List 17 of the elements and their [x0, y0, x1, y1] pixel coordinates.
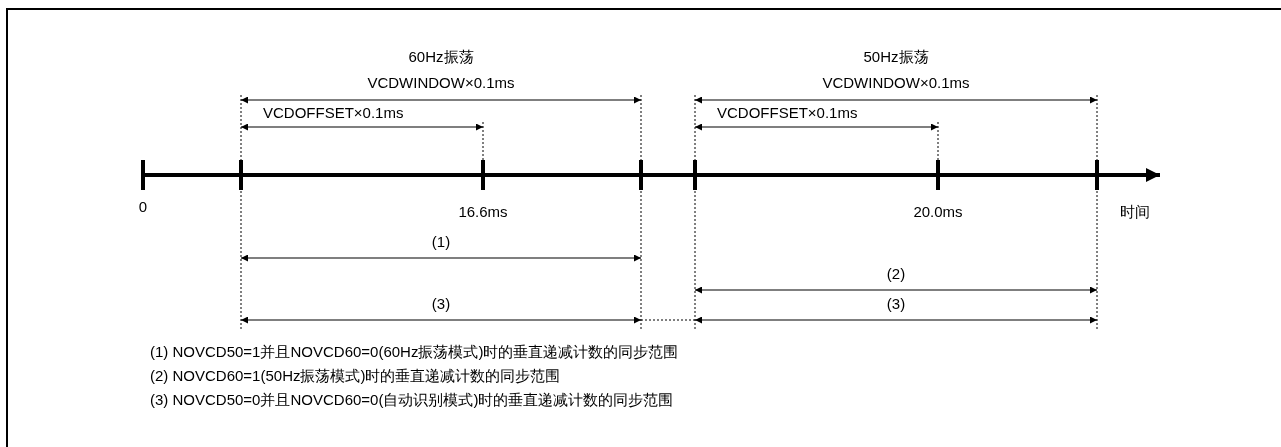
footnote: (3) NOVCD50=0并且NOVCD60=0(自动识别模式)时的垂直递减计数的同步范围: [150, 391, 674, 409]
axis-label: 时间: [1120, 203, 1150, 221]
dimension-label: VCDWINDOW×0.1ms: [367, 74, 515, 92]
dimension-label: VCDOFFSET×0.1ms: [717, 104, 858, 122]
tick-label: 16.6ms: [458, 203, 508, 221]
range-label: (2): [886, 265, 906, 283]
dimension-label: VCDOFFSET×0.1ms: [263, 104, 404, 122]
dimension-label: VCDWINDOW×0.1ms: [822, 74, 970, 92]
tick-label: 20.0ms: [913, 203, 963, 221]
range-label: (3): [886, 295, 906, 313]
footnote: (1) NOVCD50=1并且NOVCD60=0(60Hz振荡模式)时的垂直递减计数的同步范围: [150, 343, 679, 361]
footnote: (2) NOVCD60=1(50Hz振荡模式)时的垂直递减计数的同步范围: [150, 367, 561, 385]
range-label: (3): [431, 295, 451, 313]
dimension-label: 60Hz振荡: [408, 48, 474, 66]
tick-label: 0: [138, 198, 148, 216]
range-label: (1): [431, 233, 451, 251]
dimension-label: 50Hz振荡: [863, 48, 929, 66]
